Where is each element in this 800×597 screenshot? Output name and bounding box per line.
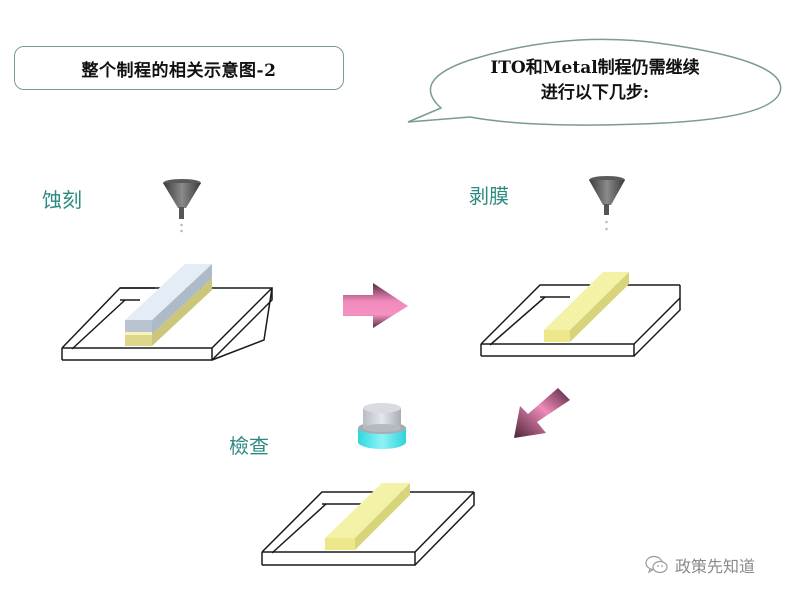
step-stripping-substrate xyxy=(480,284,681,357)
step-label-inspection: 檢查 xyxy=(229,434,269,458)
step-stripping-stripe xyxy=(544,272,629,342)
step-etching-stripe xyxy=(125,264,212,346)
callout-text: ITO和Metal制程仍需继续 进行以下几步: xyxy=(470,56,720,106)
arrow-right-icon xyxy=(343,283,408,328)
callout-bubble xyxy=(407,38,782,126)
callout-line-1: ITO和Metal制程仍需继续 xyxy=(490,58,700,78)
watermark-text: 政策先知道 xyxy=(675,557,756,576)
step-label-etching: 蚀刻 xyxy=(42,188,82,212)
arrow-down-left-icon xyxy=(514,388,570,438)
step-inspection-lens xyxy=(358,403,406,449)
step-etching-funnel xyxy=(163,179,201,233)
step-stripping-funnel xyxy=(589,176,625,231)
callout-line-2: 进行以下几步: xyxy=(540,83,650,103)
step-etching-substrate xyxy=(61,287,273,361)
wechat-icon xyxy=(645,555,668,574)
page-title: 整个制程的相关示意图-2 xyxy=(14,46,344,90)
step-inspection-stripe xyxy=(325,483,410,550)
step-label-stripping: 剥膜 xyxy=(469,184,509,208)
watermark: 政策先知道 xyxy=(645,553,755,577)
page-title-text: 整个制程的相关示意图-2 xyxy=(81,60,277,81)
step-inspection-substrate xyxy=(261,491,475,566)
